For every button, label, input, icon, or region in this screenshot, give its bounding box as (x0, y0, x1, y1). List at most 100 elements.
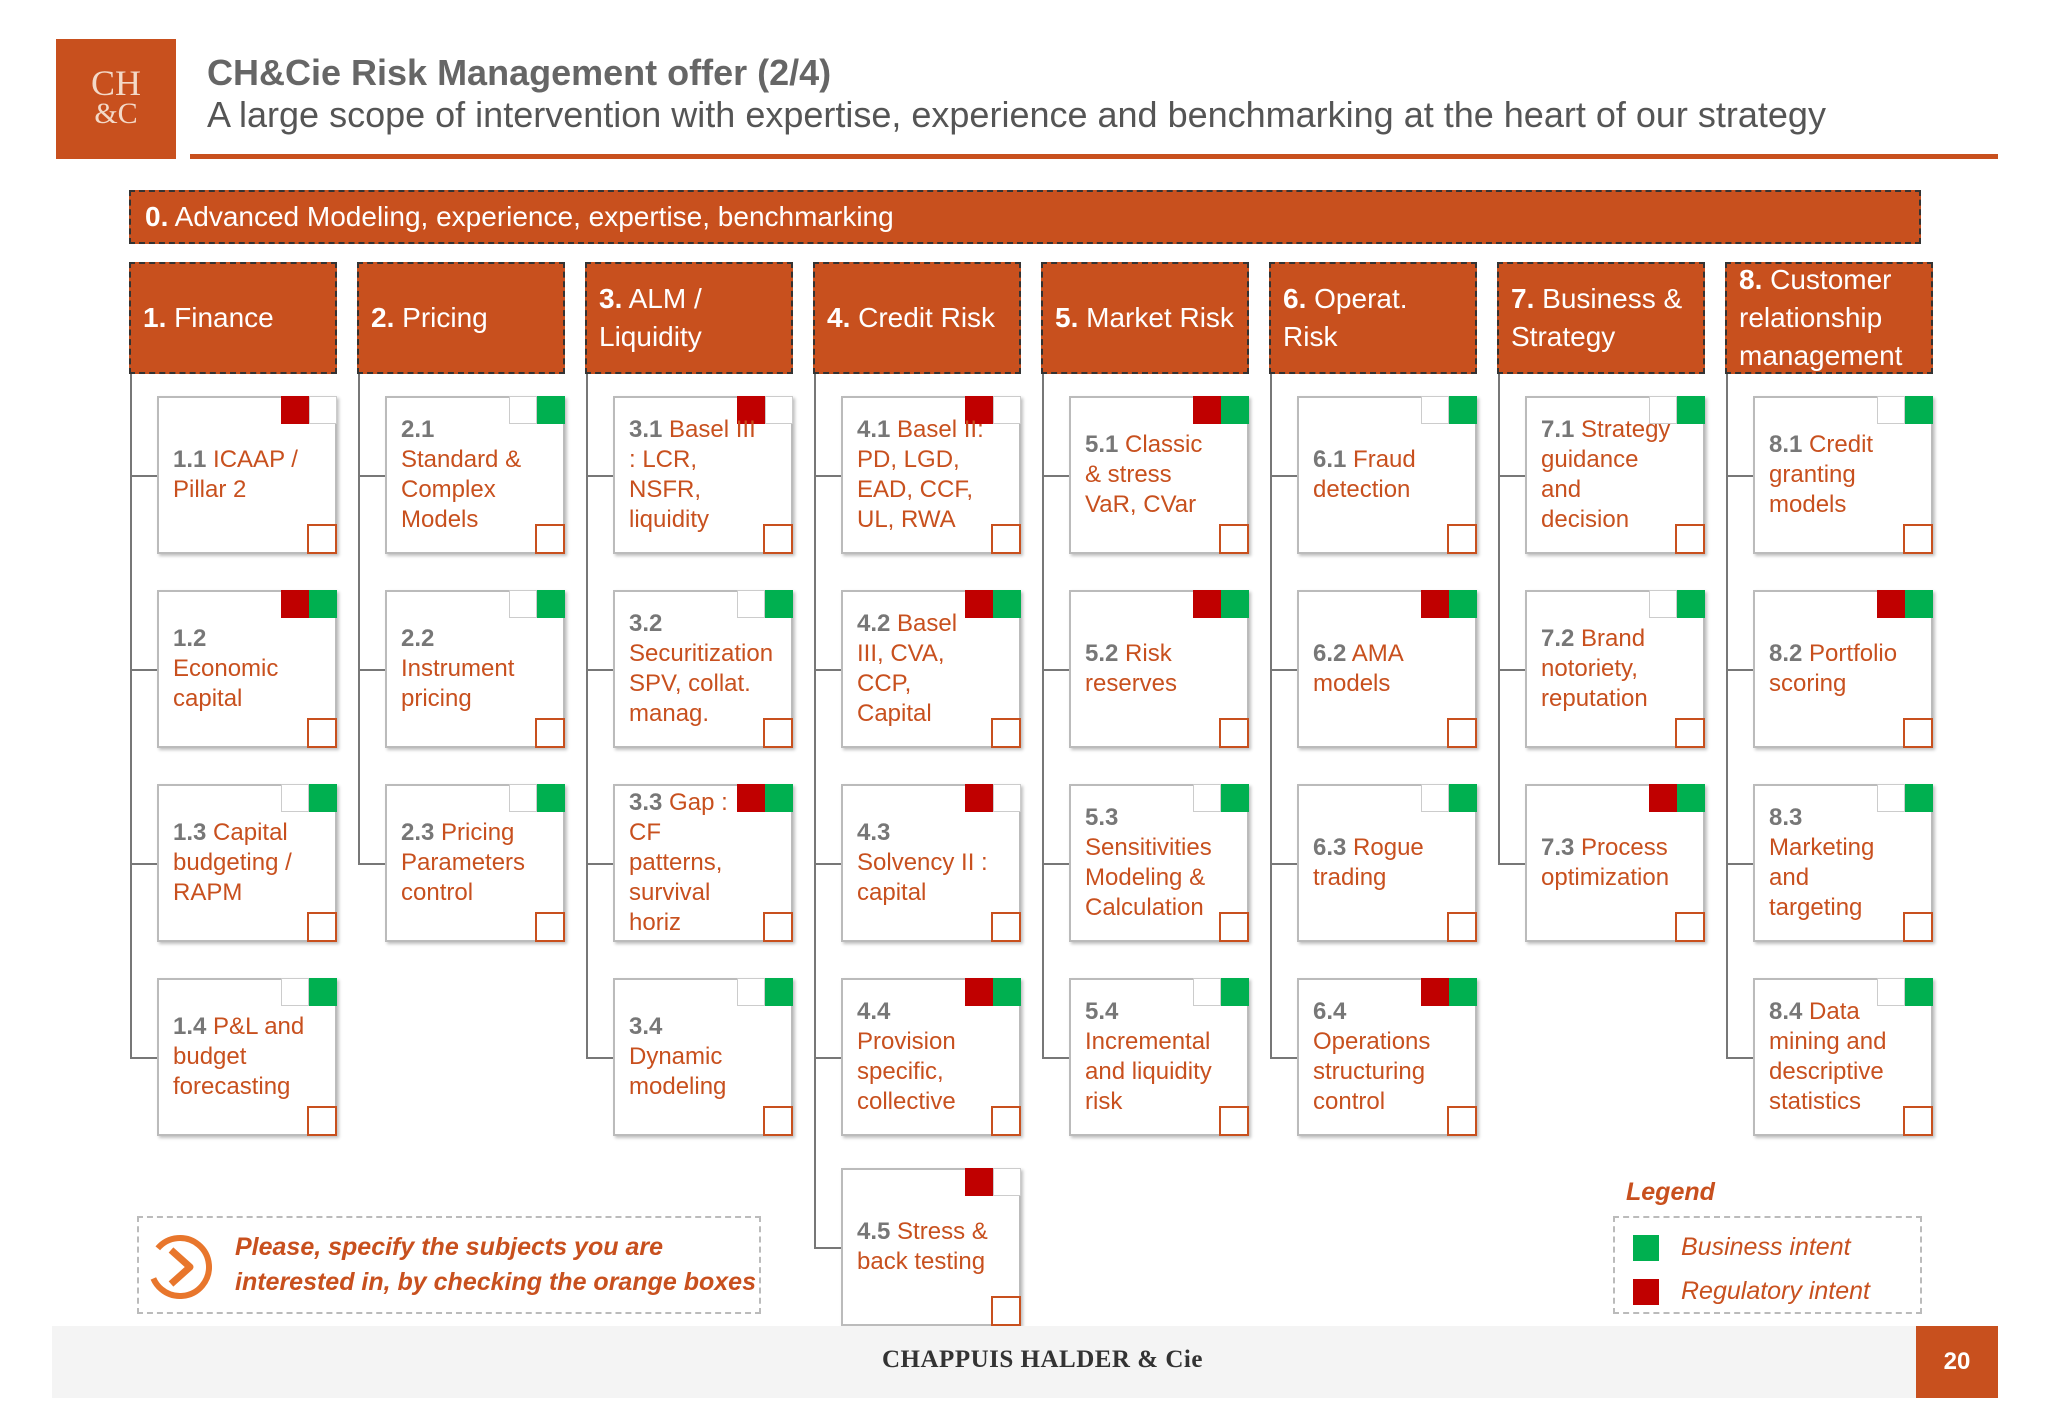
interest-checkbox[interactable] (1903, 1106, 1933, 1136)
chevron-arrow-icon (148, 1235, 212, 1299)
item-number: 3.3 (629, 789, 663, 816)
empty-flag (281, 978, 309, 1006)
interest-checkbox[interactable] (1219, 1106, 1249, 1136)
offer-item-4-3: 4.3 Solvency II : capital (841, 784, 1021, 942)
interest-checkbox[interactable] (991, 1106, 1021, 1136)
interest-checkbox[interactable] (1447, 524, 1477, 554)
business-intent-flag (1905, 784, 1933, 812)
item-text: 2.2 Instrument pricing (401, 592, 533, 746)
item-number: 1.2 (173, 625, 207, 652)
category-number: 7. (1511, 283, 1535, 314)
interest-checkbox[interactable] (991, 1296, 1021, 1326)
item-text: 1.2 Economic capital (173, 592, 305, 746)
tree-connector-horizontal (1498, 475, 1525, 477)
interest-checkbox[interactable] (1219, 912, 1249, 942)
empty-flag (1649, 396, 1677, 424)
category-number: 8. (1739, 264, 1763, 295)
interest-checkbox[interactable] (1447, 912, 1477, 942)
interest-checkbox[interactable] (535, 912, 565, 942)
item-text: 1.3 Capital budgeting / RAPM (173, 786, 305, 940)
tree-connector-horizontal (1726, 863, 1753, 865)
offer-item-4-1: 4.1 Basel II: PD, LGD, EAD, CCF, UL, RWA (841, 396, 1021, 554)
category-number: 5. (1055, 302, 1079, 333)
interest-checkbox[interactable] (1219, 718, 1249, 748)
tree-connector-horizontal (814, 475, 841, 477)
tree-connector-horizontal (1270, 475, 1297, 477)
item-number: 1.1 (173, 446, 207, 473)
regulatory-intent-flag (737, 396, 765, 424)
business-intent-flag (1677, 784, 1705, 812)
empty-flag (993, 784, 1021, 812)
category-label: Customer relationship management (1739, 264, 1903, 371)
item-label: Gap : CF patterns, survival horiz (629, 789, 728, 936)
interest-checkbox[interactable] (991, 524, 1021, 554)
interest-checkbox[interactable] (1903, 912, 1933, 942)
item-label: Solvency II : capital (857, 849, 988, 906)
category-header-4: 4. Credit Risk (813, 262, 1021, 374)
interest-checkbox[interactable] (307, 524, 337, 554)
item-label: AMA models (1313, 640, 1403, 697)
regulatory-intent-flag (1877, 590, 1905, 618)
offer-item-8-1: 8.1 Credit granting models (1753, 396, 1933, 554)
offer-item-2-3: 2.3 Pricing Parameters control (385, 784, 565, 942)
offer-item-5-4: 5.4 Incremental and liquidity risk (1069, 978, 1249, 1136)
tree-connector-horizontal (1726, 1057, 1753, 1059)
item-label: Basel III : LCR, NSFR, liquidity (629, 416, 756, 533)
business-intent-flag (993, 978, 1021, 1006)
item-number: 2.2 (401, 625, 435, 652)
item-number: 3.2 (629, 610, 663, 637)
interest-checkbox[interactable] (763, 718, 793, 748)
empty-flag (509, 396, 537, 424)
regulatory-intent-flag (965, 590, 993, 618)
item-label: ICAAP / Pillar 2 (173, 446, 298, 503)
interest-checkbox[interactable] (1675, 524, 1705, 554)
item-text: 8.2 Portfolio scoring (1769, 592, 1901, 746)
interest-checkbox[interactable] (763, 524, 793, 554)
tree-connector-horizontal (358, 669, 385, 671)
interest-checkbox[interactable] (535, 524, 565, 554)
interest-checkbox[interactable] (763, 912, 793, 942)
legend: Business intent Regulatory intent (1613, 1216, 1922, 1314)
interest-checkbox[interactable] (991, 912, 1021, 942)
category-header-1: 1. Finance (129, 262, 337, 374)
item-label: Strategy guidance and decision (1541, 416, 1671, 533)
item-text: 8.3 Marketing and targeting (1769, 786, 1901, 940)
interest-checkbox[interactable] (991, 718, 1021, 748)
interest-checkbox[interactable] (307, 718, 337, 748)
business-intent-flag (309, 784, 337, 812)
item-text: 3.2 Securitization SPV, collat. manag. (629, 592, 773, 746)
banner-number: 0. (145, 201, 169, 232)
offer-item-7-3: 7.3 Process optimization (1525, 784, 1705, 942)
offer-item-4-4: 4.4 Provision specific, collective (841, 978, 1021, 1136)
item-number: 6.2 (1313, 640, 1347, 667)
interest-checkbox[interactable] (307, 912, 337, 942)
interest-checkbox[interactable] (763, 1106, 793, 1136)
tree-connector-horizontal (358, 863, 385, 865)
item-text: 7.3 Process optimization (1541, 786, 1673, 940)
item-text: 1.4 P&L and budget forecasting (173, 980, 305, 1134)
tree-connector-horizontal (586, 863, 613, 865)
interest-checkbox[interactable] (307, 1106, 337, 1136)
item-number: 4.1 (857, 416, 891, 443)
page-subtitle: A large scope of intervention with exper… (207, 94, 1826, 135)
item-text: 8.4 Data mining and descriptive statisti… (1769, 980, 1901, 1134)
interest-checkbox[interactable] (1447, 718, 1477, 748)
item-number: 8.4 (1769, 998, 1803, 1025)
interest-checkbox[interactable] (1903, 718, 1933, 748)
business-intent-flag (1905, 590, 1933, 618)
interest-checkbox[interactable] (1903, 524, 1933, 554)
tree-connector-horizontal (1042, 863, 1069, 865)
interest-checkbox[interactable] (1675, 912, 1705, 942)
interest-checkbox[interactable] (1447, 1106, 1477, 1136)
legend-title: Legend (1626, 1178, 1715, 1206)
item-text: 7.2 Brand notoriety, reputation (1541, 592, 1673, 746)
interest-checkbox[interactable] (1675, 718, 1705, 748)
interest-checkbox[interactable] (1219, 524, 1249, 554)
interest-checkbox[interactable] (535, 718, 565, 748)
item-label: Stress & back testing (857, 1218, 988, 1275)
item-text: 3.1 Basel III : LCR, NSFR, liquidity (629, 398, 761, 552)
offer-item-6-3: 6.3 Rogue trading (1297, 784, 1477, 942)
empty-flag (509, 784, 537, 812)
item-text: 6.3 Rogue trading (1313, 786, 1445, 940)
offer-item-4-5: 4.5 Stress & back testing (841, 1168, 1021, 1326)
